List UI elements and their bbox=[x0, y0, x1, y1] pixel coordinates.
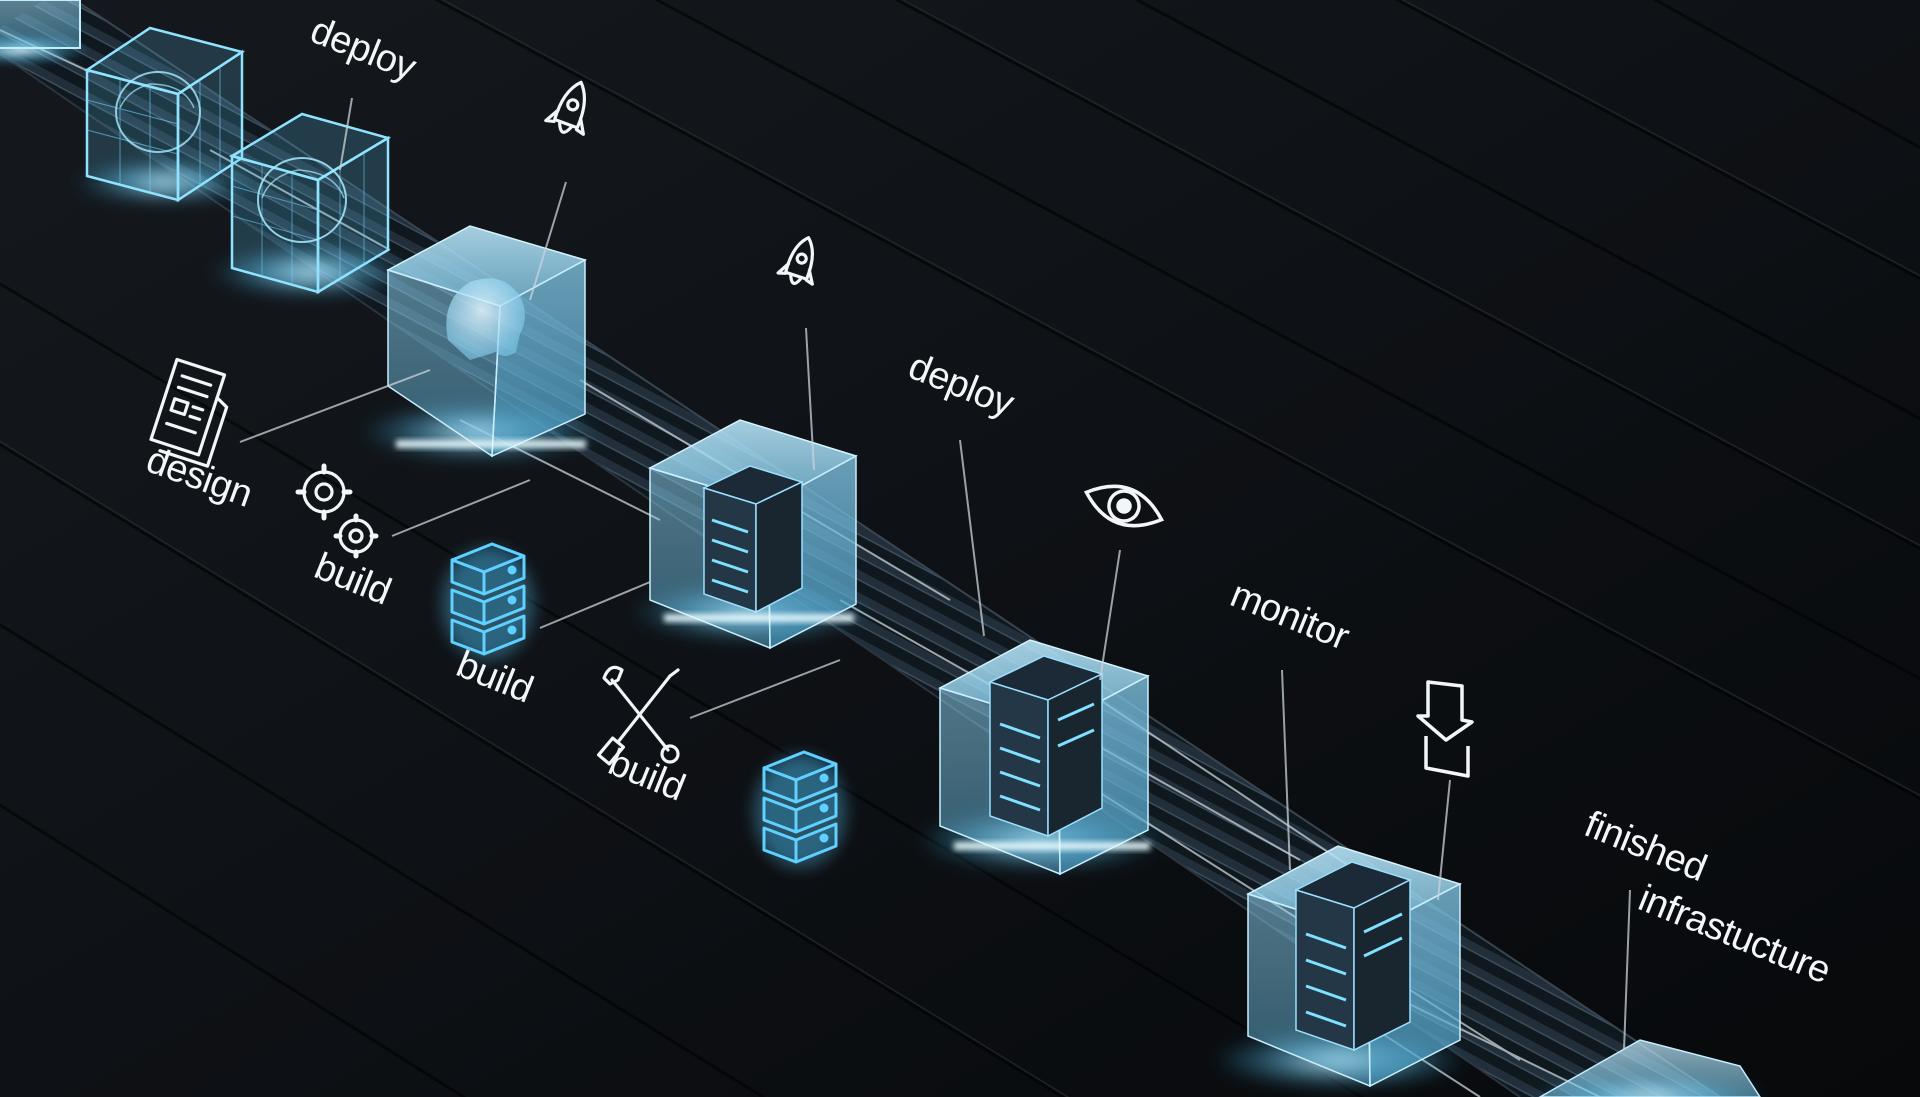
wireframe-head bbox=[257, 157, 347, 243]
wrench-screwdriver-icon bbox=[596, 665, 680, 766]
leader-lines bbox=[239, 97, 1631, 1051]
head-icon bbox=[446, 278, 525, 360]
server-rack bbox=[701, 465, 805, 614]
rocket-icon bbox=[544, 80, 586, 136]
server-stack-glow bbox=[442, 548, 846, 868]
eye-icon bbox=[1083, 484, 1165, 528]
server-rack bbox=[987, 655, 1105, 838]
server-rack bbox=[1293, 861, 1413, 1052]
wireframe-head bbox=[115, 71, 201, 153]
pipeline-cube-5 bbox=[915, 639, 1165, 876]
gears-icon bbox=[295, 463, 379, 559]
pipeline-cube-1 bbox=[73, 26, 257, 204]
pipeline-cube-2 bbox=[210, 112, 410, 298]
rocket-icon bbox=[776, 236, 814, 286]
pipeline-cube-6 bbox=[1210, 845, 1470, 1090]
download-icon bbox=[1416, 680, 1474, 778]
document-icon bbox=[149, 357, 229, 468]
pipeline-cube-0 bbox=[0, 0, 90, 66]
pipeline-cube-7 bbox=[1530, 1039, 1770, 1097]
pipeline-cube-4 bbox=[630, 419, 870, 650]
